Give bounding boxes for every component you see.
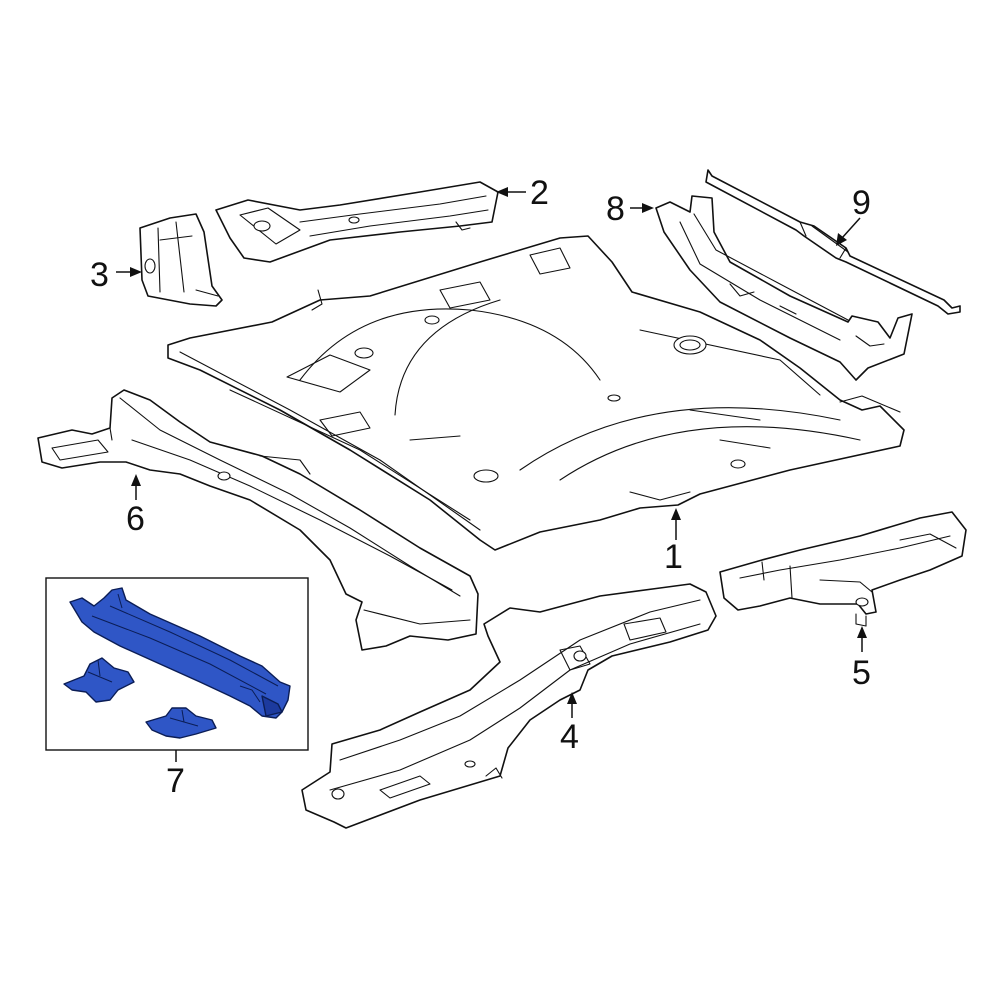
callout-1: 1 [664, 538, 683, 576]
callout-5: 5 [852, 654, 871, 692]
callout-3: 3 [90, 256, 109, 294]
side-rail-extension-part[interactable] [655, 195, 913, 381]
callout-6: 6 [126, 500, 145, 538]
leader-6 [131, 474, 141, 500]
callout-7: 7 [166, 762, 185, 800]
callout-4: 4 [560, 718, 579, 756]
leader-4 [567, 692, 577, 718]
upper-cross-member-part[interactable] [215, 181, 499, 263]
leader-3 [116, 267, 142, 277]
bracket-part[interactable] [139, 213, 223, 307]
highlighted-small-bracket-right-part[interactable] [145, 707, 217, 739]
leader-2 [496, 187, 526, 197]
right-side-member-part[interactable] [301, 583, 717, 829]
callout-2: 2 [530, 174, 549, 212]
highlighted-floor-crossmember-part[interactable] [69, 587, 291, 719]
callout-8: 8 [606, 190, 625, 228]
part-7-inset-frame [45, 577, 309, 751]
rear-crossmember-part[interactable] [719, 511, 967, 627]
left-side-member-part[interactable] [37, 389, 479, 651]
leader-8 [630, 203, 654, 213]
leader-5 [857, 626, 867, 652]
callout-9: 9 [852, 184, 871, 222]
highlighted-small-bracket-left-part[interactable] [63, 657, 135, 703]
tie-rod-part[interactable] [705, 169, 961, 315]
rear-floor-pan-part[interactable] [167, 235, 905, 551]
leader-9 [836, 217, 861, 246]
leader-1 [671, 508, 681, 540]
